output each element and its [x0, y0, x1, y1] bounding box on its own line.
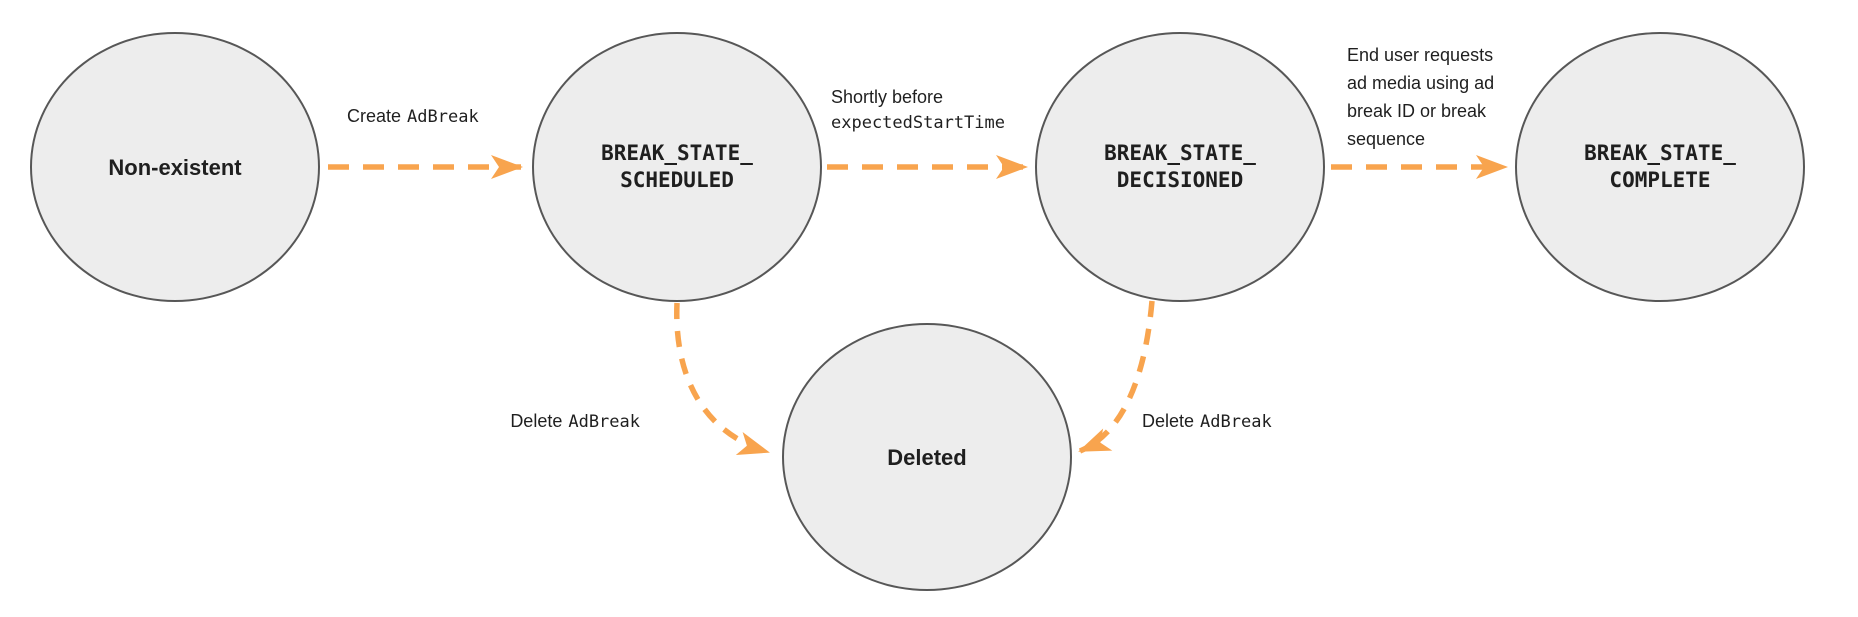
transition-label-end-user-requests: End user requests ad media using ad brea… — [1347, 45, 1495, 149]
state-label: BREAK_STATE_ SCHEDULED — [601, 141, 753, 192]
state-label: Deleted — [887, 444, 967, 470]
state-node-break-state-complete: BREAK_STATE_ COMPLETE — [1515, 32, 1805, 302]
label-plain-text: Create — [347, 106, 402, 126]
state-node-break-state-scheduled: BREAK_STATE_ SCHEDULED — [532, 32, 822, 302]
transition-label-shortly-before: Shortly before expectedStartTime — [831, 84, 1005, 136]
label-code-text: AdBreak — [568, 412, 640, 432]
label-plain-text: Delete — [510, 411, 563, 431]
state-label: BREAK_STATE_ COMPLETE — [1584, 141, 1736, 192]
label-code-text: AdBreak — [407, 107, 479, 127]
state-label: BREAK_STATE_ DECISIONED — [1104, 141, 1256, 192]
arrow-delete-from-decisioned — [1078, 300, 1155, 454]
state-label: Non-existent — [108, 154, 242, 180]
transition-label-delete-adbreak-left: Delete AdBreak — [428, 408, 640, 435]
label-plain-text: Delete — [1142, 411, 1195, 431]
transition-label-create-adbreak: Create AdBreak — [347, 103, 479, 130]
arrow-delete-from-scheduled — [674, 302, 770, 456]
transition-label-delete-adbreak-right: Delete AdBreak — [1142, 408, 1272, 435]
label-code-text: AdBreak — [1200, 412, 1272, 432]
label-code-text: expectedStartTime — [831, 113, 1005, 133]
state-node-non-existent: Non-existent — [30, 32, 320, 302]
label-plain-text: Shortly before — [831, 87, 944, 107]
state-node-deleted: Deleted — [782, 323, 1072, 591]
state-node-break-state-decisioned: BREAK_STATE_ DECISIONED — [1035, 32, 1325, 302]
